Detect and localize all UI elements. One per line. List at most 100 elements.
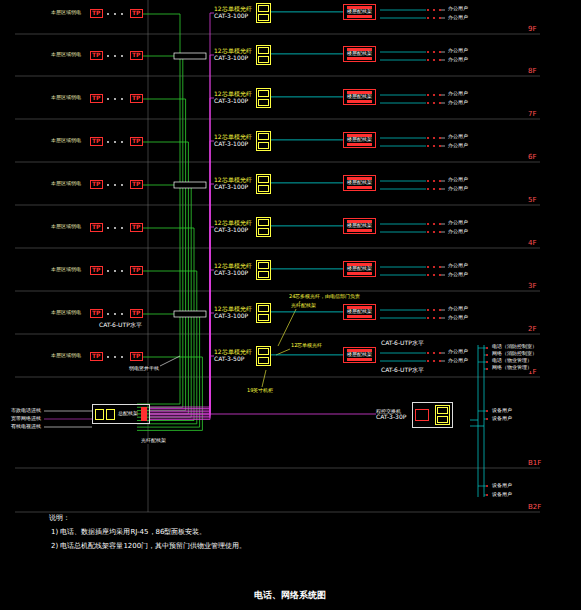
main-frame-label: 总配线架 [118, 411, 138, 417]
distribution-frame-symbol [256, 217, 271, 237]
jack-symbol [258, 305, 269, 312]
wire [380, 10, 426, 11]
note-text: 市政电话进线 [10, 408, 42, 414]
floor-label: 7F [527, 110, 537, 118]
jack-symbol [258, 176, 269, 183]
splice-box [174, 53, 206, 59]
wire [380, 138, 426, 139]
wire [441, 138, 445, 139]
outlet-box-label: TP [130, 352, 143, 361]
wire [441, 60, 445, 61]
connector [150, 270, 214, 416]
dot [114, 313, 116, 315]
green-cable [137, 185, 191, 417]
floor-label: B2F [527, 503, 542, 511]
wire [441, 275, 445, 276]
floor-label: 3F [527, 282, 537, 290]
outlet-dot [433, 266, 435, 268]
frame-labels: 12芯单模光纤CAT-3-100P [214, 220, 252, 234]
outlet-dot [433, 180, 435, 182]
floor-frame: 12芯单模光纤CAT-3-100P [214, 3, 271, 23]
jack-symbol [437, 416, 448, 423]
outlet-box-label: TP [130, 309, 143, 318]
wire [478, 345, 479, 497]
distribution-frame-symbol [256, 174, 271, 194]
outlet-dot [433, 223, 435, 225]
outlet-box-label: TP [90, 223, 103, 232]
dot [121, 356, 123, 358]
wire [484, 495, 486, 496]
outlet-dot [486, 347, 488, 349]
outlet-dot [427, 223, 429, 225]
wire [380, 103, 426, 104]
jack-symbol [258, 271, 269, 278]
note-text: 24芯多模光纤，由电信部门负责 [288, 294, 361, 300]
dot [114, 184, 116, 186]
cable-label: CAT-3-100P [214, 55, 252, 62]
connector [150, 227, 214, 415]
jack-symbol [258, 348, 269, 355]
outlet-dot [427, 274, 429, 276]
connector [150, 98, 214, 410]
dot [107, 313, 109, 315]
outlet-dot [427, 51, 429, 53]
outlet-dot [433, 51, 435, 53]
wire [15, 377, 540, 378]
frame-labels: 12芯单模光纤CAT-3-50P [214, 349, 252, 363]
dot [114, 141, 116, 143]
floor-label: B1F [527, 459, 542, 467]
note-text: CAT-6-UTP水平 [380, 340, 425, 347]
dot [107, 141, 109, 143]
outlet-dot [433, 360, 435, 362]
switch-bar [347, 272, 372, 275]
leader-line [262, 370, 266, 387]
outlet-box-label: TP [90, 9, 103, 18]
outlet-dot [439, 317, 441, 319]
switch-bar [347, 186, 372, 189]
distribution-frame-symbol [435, 405, 450, 425]
note-text: 12芯单模光纤 [290, 343, 323, 349]
wire [15, 468, 540, 469]
outlet-dot [433, 231, 435, 233]
cable-label: CAT-3-100P [214, 227, 252, 234]
wire [44, 427, 92, 428]
note-text: 本层区域弱电 [50, 52, 82, 58]
outlet-dot [439, 231, 441, 233]
jack-symbol [258, 14, 269, 21]
connector [271, 354, 343, 355]
note-text: 办公用户 [447, 306, 469, 312]
note-text: 本层区域弱电 [50, 310, 82, 316]
wire [15, 119, 540, 120]
connector [150, 55, 214, 409]
fiber-label: 12芯单模光纤 [214, 349, 252, 356]
wire [441, 310, 445, 311]
note-text: 电话（物业管理） [491, 358, 533, 364]
note-text: 本层区域弱电 [50, 138, 82, 144]
outlet-dot [433, 59, 435, 61]
outlet-dot [486, 361, 488, 363]
frame-labels: 12芯单模光纤CAT-3-100P [214, 48, 252, 62]
floor-switch-box: 楼层配线架 [343, 218, 376, 234]
cable-label: CAT-3-100P [214, 313, 252, 320]
wire [441, 361, 445, 362]
note-text: 办公用户 [447, 6, 469, 12]
wire [470, 426, 484, 427]
outlet-dot [486, 354, 488, 356]
cable-label: CAT-3-100P [214, 184, 252, 191]
outlet-box-label: TP [130, 51, 143, 60]
wire [15, 291, 540, 292]
outlet-dot [427, 59, 429, 61]
floor-frame: 12芯单模光纤CAT-3-100P [214, 45, 271, 65]
frame-labels: 12芯单模光纤CAT-3-100P [214, 306, 252, 320]
wire [380, 52, 426, 53]
outlet-dot [439, 59, 441, 61]
wire [380, 146, 426, 147]
connector [271, 225, 343, 226]
outlet-dot [486, 418, 488, 420]
outlet-dot [427, 317, 429, 319]
dot [107, 98, 109, 100]
floor-switch-box: 楼层配线架 [343, 347, 376, 363]
outlet-dot [439, 274, 441, 276]
dot [107, 227, 109, 229]
wire [441, 232, 445, 233]
